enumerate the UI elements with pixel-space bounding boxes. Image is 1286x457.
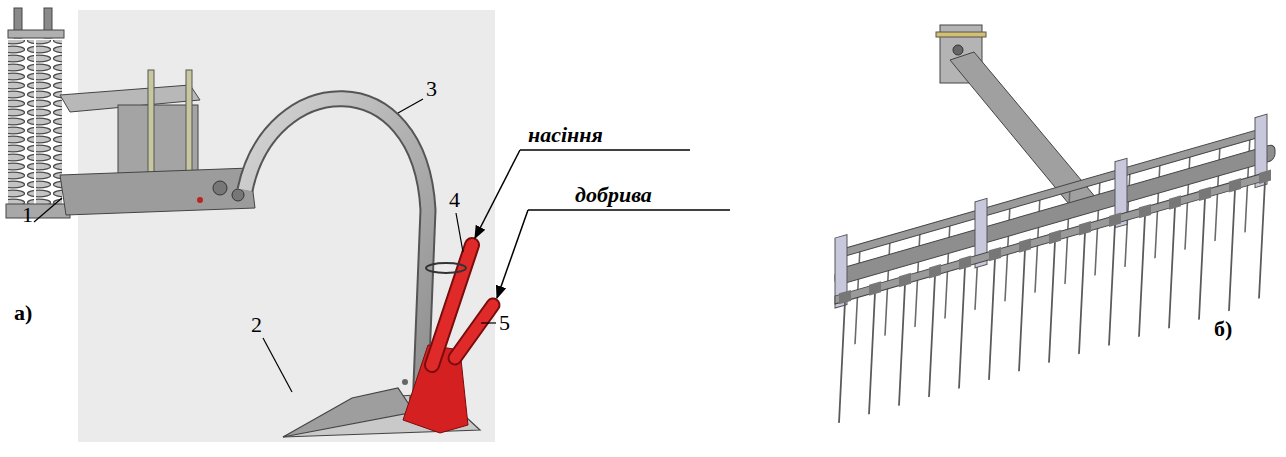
callout-number: 2 — [251, 314, 262, 336]
input-arrow — [475, 150, 520, 238]
tine-coils — [839, 175, 1271, 299]
pin — [197, 197, 203, 203]
panel-label: б) — [1214, 318, 1232, 340]
flow-note: насіння — [528, 124, 603, 146]
bolt-head — [213, 181, 227, 195]
input-arrow — [497, 210, 528, 298]
material-arrows — [475, 150, 730, 298]
leader-line — [263, 338, 292, 392]
mount-bracket — [60, 70, 255, 215]
seed-boot — [403, 245, 493, 433]
harrow-frame — [835, 112, 1275, 424]
spring-coil — [36, 40, 62, 205]
panel-label: а) — [14, 302, 32, 324]
flow-note: добрива — [575, 184, 652, 206]
leader-line — [398, 99, 423, 113]
spring-base — [6, 204, 70, 218]
rivet — [402, 379, 408, 385]
fertilizer-tube — [455, 305, 493, 358]
hitch-hole — [953, 45, 963, 55]
callout-number: 3 — [426, 78, 437, 100]
main-tube — [835, 144, 1275, 286]
shank — [245, 99, 428, 410]
spring-assembly — [6, 8, 70, 218]
underline — [520, 149, 690, 151]
bolt-head — [232, 189, 244, 201]
callout-number: 4 — [449, 189, 460, 211]
front-tines — [839, 181, 1265, 423]
shank-outline — [245, 99, 428, 410]
hitch-pin — [936, 32, 986, 37]
underline — [528, 209, 730, 211]
shovel-wing — [283, 388, 414, 437]
harrow — [835, 25, 1275, 424]
callout-number: 5 — [499, 312, 510, 334]
tube-clamp — [426, 263, 466, 273]
panel-ground — [78, 10, 495, 442]
bracket-clamp — [60, 168, 255, 215]
spring-coil — [8, 40, 34, 205]
harrow-arm — [950, 52, 1102, 215]
fertilizer-tube-outline — [455, 305, 493, 358]
leader-line — [34, 198, 62, 222]
spring-plate — [8, 30, 64, 38]
leader-lines — [34, 99, 496, 392]
callout-number: 1 — [22, 204, 33, 226]
leader-line — [456, 213, 463, 252]
leader-line — [481, 322, 496, 323]
